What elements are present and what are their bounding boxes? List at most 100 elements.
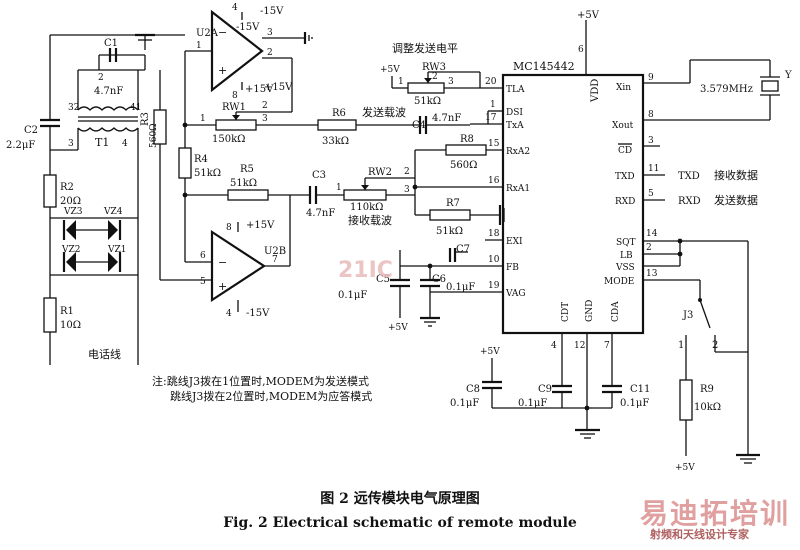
svg-text:1: 1 xyxy=(200,114,206,124)
r9-ref: R9 xyxy=(700,384,714,395)
pin-num-14: 14 xyxy=(646,229,658,239)
pin-num-16: 16 xyxy=(488,176,500,186)
svg-text:2: 2 xyxy=(262,101,268,111)
pin-num-19: 19 xyxy=(488,281,500,291)
svg-text:-15V: -15V xyxy=(246,308,270,319)
pin-name-cd: CD xyxy=(618,146,632,156)
vz4-ref: VZ4 xyxy=(103,207,123,217)
c9-value: 0.1μF xyxy=(518,398,547,409)
chip-name: MC145442 xyxy=(513,60,575,73)
c5-ref: C5 xyxy=(376,274,390,285)
rw3-pin3: 3 xyxy=(448,77,454,87)
svg-text:+: + xyxy=(218,280,227,293)
t1-ref: T1 xyxy=(95,136,109,149)
svg-text:4: 4 xyxy=(226,309,232,319)
pin-name-rxd: RXD xyxy=(615,197,635,207)
pin-name-fb: FB xyxy=(506,263,519,273)
r6-value: 33kΩ xyxy=(322,136,349,147)
r4-ref: R4 xyxy=(194,154,208,165)
caption-en: Fig. 2 Electrical schematic of remote mo… xyxy=(223,515,577,531)
r2-ref: R2 xyxy=(60,182,74,193)
transformer-t1: T1 2 32 41 3 4 xyxy=(50,69,145,180)
rx-feedback: R4 51kΩ R5 51kΩ xyxy=(178,122,310,263)
r4-value: 51kΩ xyxy=(194,168,221,179)
r7-value: 51kΩ xyxy=(436,226,463,237)
note-line-2: 跳线J3拨在2位置时,MODEM为应答模式 xyxy=(170,390,373,403)
r1-value: 10Ω xyxy=(60,320,81,331)
rw2-ref: RW2 xyxy=(368,167,392,178)
rw3-ref: RW3 xyxy=(422,62,446,73)
chip-vdd-pin: 6 xyxy=(578,45,584,55)
svg-text:+15V: +15V xyxy=(246,220,275,231)
pin-name-sqt: SQT xyxy=(616,238,636,248)
caption-cn: 图 2 远传模块电气原理图 xyxy=(320,491,480,507)
j3-pos2: 2 xyxy=(712,340,718,351)
pin-num-8: 8 xyxy=(648,110,654,120)
svg-text:6: 6 xyxy=(200,251,206,261)
svg-text:+: + xyxy=(218,64,227,77)
svg-text:-15V: -15V xyxy=(260,6,284,17)
watermark-subtitle: 射频和天线设计专家 xyxy=(650,528,749,541)
pin-num-11: 11 xyxy=(648,164,659,174)
phone-line-label: 电话线 xyxy=(88,347,121,361)
c4-ref: C4 xyxy=(412,120,426,131)
r9-value: 10kΩ xyxy=(694,402,721,413)
pin-num-12: 12 xyxy=(574,341,585,351)
rw1-ref: RW1 xyxy=(222,102,246,113)
svg-text:2: 2 xyxy=(267,48,273,58)
pin-name-mode: MODE xyxy=(604,277,634,287)
phone-line-section: C2 2.2μF R2 20Ω VZ3 VZ4 VZ2 VZ1 R1 10Ω 电… xyxy=(6,34,185,365)
c5-supply: +5V xyxy=(388,323,408,333)
rw2-value: 110kΩ xyxy=(350,202,383,213)
c9-ref: C9 xyxy=(538,384,552,395)
svg-text:7: 7 xyxy=(272,255,278,265)
c3-ref: C3 xyxy=(312,170,326,181)
pin-name-txd: TXD xyxy=(615,172,635,182)
pin-name-lb: LB xyxy=(620,251,633,261)
svg-text:3: 3 xyxy=(267,28,273,38)
rxd-signal: RXD xyxy=(678,196,701,207)
svg-text:41: 41 xyxy=(130,103,141,113)
pin-name-dsi: DSI xyxy=(506,108,523,118)
jumper-j3: J3 1 2 R9 10kΩ +5V xyxy=(675,280,748,473)
r7-ref: R7 xyxy=(446,198,460,209)
u2a-name: U2A xyxy=(196,28,219,39)
pin-name-rxa2: RxA2 xyxy=(506,147,530,157)
svg-text:32: 32 xyxy=(68,103,79,113)
pin-name-vss: VSS xyxy=(615,263,635,273)
rx-carrier-label: 接收载波 xyxy=(348,213,392,227)
c7-ref: C7 xyxy=(456,244,470,255)
chip-bottom-pins: CDT GND CDA 4 12 7 xyxy=(551,300,621,430)
r8-value: 560Ω xyxy=(450,160,477,171)
r6-ref: R6 xyxy=(332,108,346,119)
svg-text:−: − xyxy=(218,256,227,269)
bottom-decoupling: +5V C8 0.1μF C9 0.1μF C11 0.1μF xyxy=(450,347,650,439)
txd-signal: TXD xyxy=(678,171,700,182)
pin-num-7: 7 xyxy=(604,341,610,351)
u2b-name: U2B xyxy=(264,246,286,257)
svg-text:2: 2 xyxy=(404,167,410,177)
c5-value: 0.1μF xyxy=(338,290,367,301)
pin-num-15: 15 xyxy=(488,139,500,149)
chip-vdd-label: VDD xyxy=(590,79,601,103)
svg-text:4: 4 xyxy=(232,3,238,13)
pin-num-5: 5 xyxy=(648,189,654,199)
pin-name-txa: TxA xyxy=(506,121,524,131)
r1-ref: R1 xyxy=(60,306,74,317)
r3-value: 560Ω xyxy=(149,123,159,148)
adjust-tx-label: 调整发送电平 xyxy=(392,41,458,55)
svg-text:3: 3 xyxy=(404,185,410,195)
svg-text:4: 4 xyxy=(122,139,128,149)
j3-pos1: 1 xyxy=(678,340,684,351)
r8-ref: R8 xyxy=(460,134,474,145)
j3-ref: J3 xyxy=(682,310,693,321)
chip-right-pins: Xin 9 Xout 8 CD 3 TXD 11 RXD 5 SQT 14 LB… xyxy=(604,73,770,287)
vz1-ref: VZ1 xyxy=(107,245,126,255)
c3-value: 4.7nF xyxy=(306,208,335,219)
svg-text:5: 5 xyxy=(200,277,206,287)
txd-signal-cn: 接收数据 xyxy=(714,168,758,182)
pin-name-tla: TLA xyxy=(506,85,525,95)
c6-value: 0.1μF xyxy=(446,282,475,293)
pin-name-xout: Xout xyxy=(612,121,634,131)
